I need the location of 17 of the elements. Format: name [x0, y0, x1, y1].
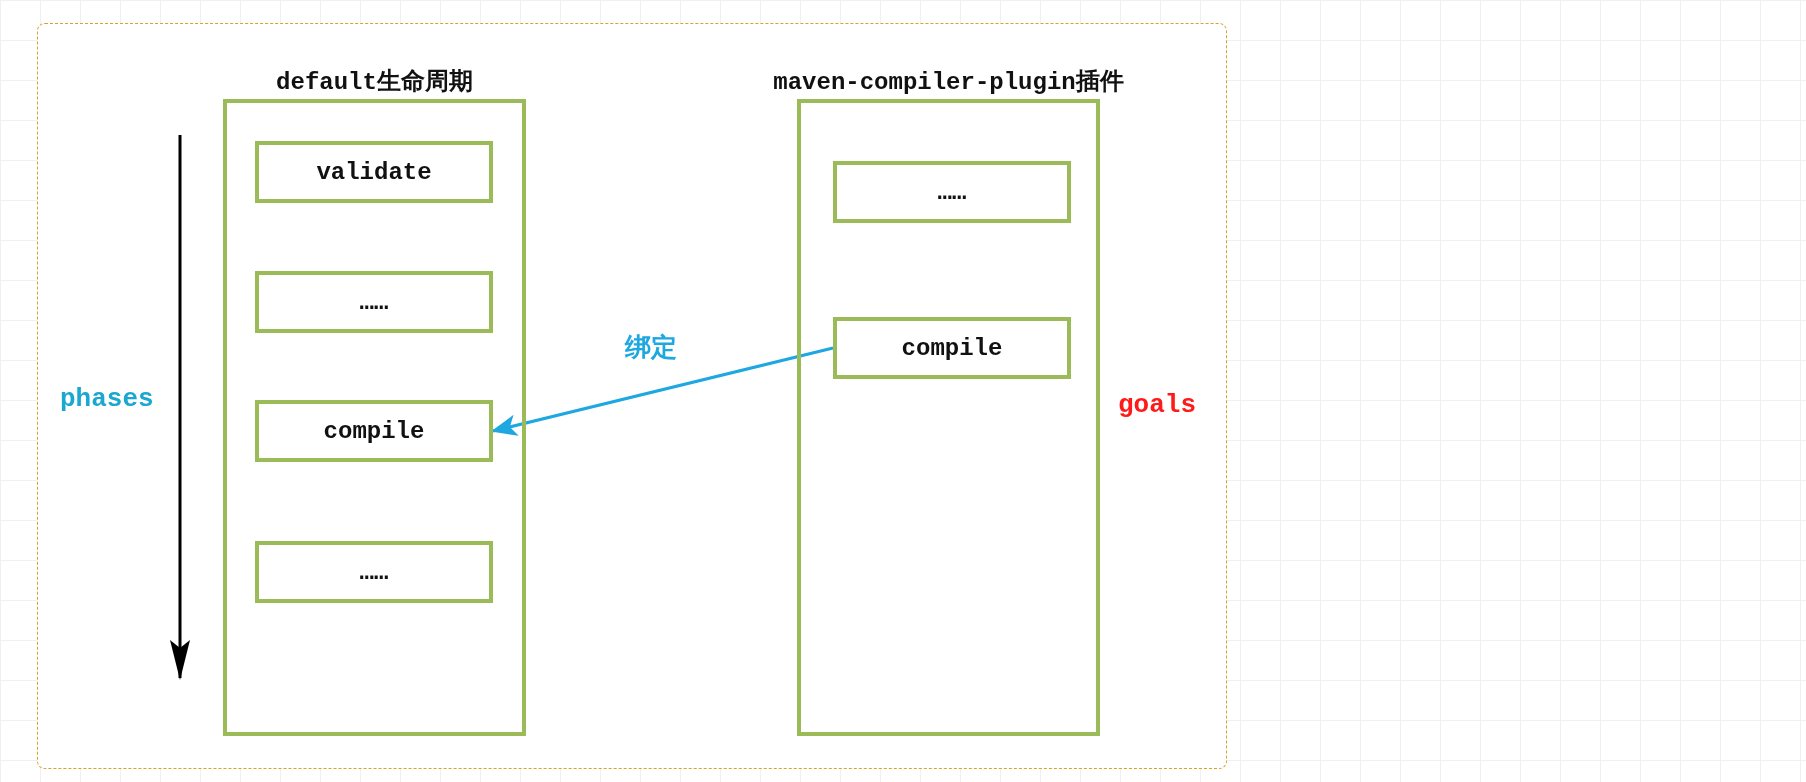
- step-label: ……: [937, 178, 967, 206]
- step-label: compile: [323, 417, 425, 445]
- column-title: maven-compiler-plugin插件: [773, 68, 1124, 97]
- step-box: [833, 161, 1071, 223]
- arrow: [490, 346, 834, 436]
- step-label: compile: [901, 334, 1003, 362]
- step-label: ……: [359, 558, 389, 586]
- axis-label: goals: [1118, 390, 1196, 420]
- step-box: [255, 400, 493, 462]
- step-box: [255, 141, 493, 203]
- step-box: [255, 541, 493, 603]
- step-label: validate: [316, 158, 432, 186]
- step-box: [255, 271, 493, 333]
- column-title: default生命周期: [276, 67, 473, 97]
- step-box: [833, 317, 1071, 379]
- step-label: ……: [359, 288, 389, 316]
- axis-label: phases: [60, 384, 154, 414]
